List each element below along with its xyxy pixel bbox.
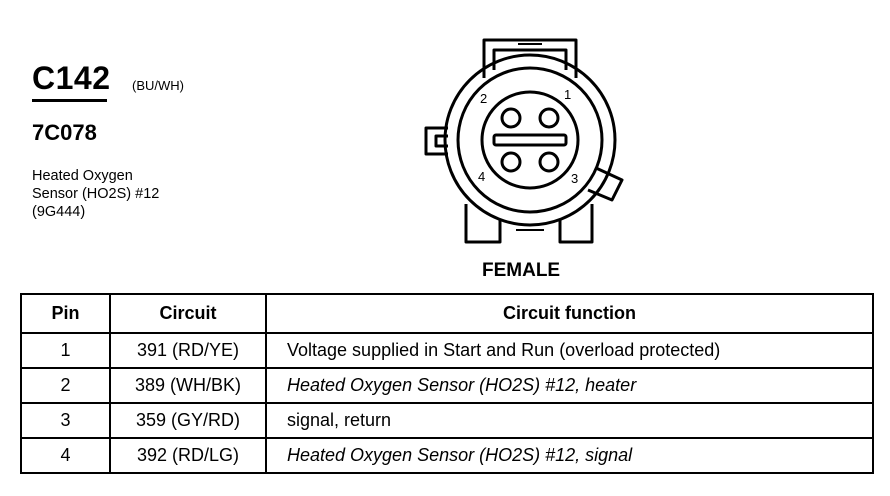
left-key-tab-inner <box>434 134 448 148</box>
top-latch-inner <box>492 48 568 70</box>
table-row: 3 359 (GY/RD) signal, return <box>20 402 874 439</box>
cell-circuit: 359 (GY/RD) <box>109 402 267 439</box>
header-pin: Pin <box>20 293 111 334</box>
gender-label: FEMALE <box>482 260 561 281</box>
table-row: 1 391 (RD/YE) Voltage supplied in Start … <box>20 332 874 369</box>
cell-circuit: 389 (WH/BK) <box>109 367 267 404</box>
part-number: 7C078 <box>32 120 97 145</box>
top-latch-outer <box>482 38 578 78</box>
description-line: (9G444) <box>32 204 86 220</box>
pin-cavity <box>480 90 580 190</box>
connector-body-outer <box>443 53 617 227</box>
connector-id: C142 <box>32 60 111 96</box>
left-key-tab <box>424 126 448 156</box>
table-row: 4 392 (RD/LG) Heated Oxygen Sensor (HO2S… <box>20 437 874 474</box>
header-circuit-function: Circuit function <box>265 293 874 334</box>
description-line: Sensor (HO2S) #12 <box>32 186 160 202</box>
connector-color-code: (BU/WH) <box>132 78 184 93</box>
bottom-feet <box>464 204 594 244</box>
pin-2-socket <box>500 107 522 129</box>
connector-body-inner <box>456 66 604 214</box>
cell-pin: 4 <box>20 437 111 474</box>
pin-label-4: 4 <box>478 169 485 184</box>
connector-id-underline <box>32 99 107 102</box>
pin-label-3: 3 <box>571 171 578 186</box>
connector-face-diagram: 1 2 3 4 <box>424 38 624 244</box>
pin-label-2: 2 <box>480 91 487 106</box>
pin-table: Pin Circuit Circuit function 1 391 (RD/Y… <box>20 293 874 474</box>
table-header-row: Pin Circuit Circuit function <box>20 293 874 334</box>
pin-1-socket <box>538 107 560 129</box>
pin-4-socket <box>500 151 522 173</box>
cell-function: Heated Oxygen Sensor (HO2S) #12, signal <box>265 437 874 474</box>
header-circuit: Circuit <box>109 293 267 334</box>
table-row: 2 389 (WH/BK) Heated Oxygen Sensor (HO2S… <box>20 367 874 404</box>
pin-3-socket <box>538 151 560 173</box>
cell-circuit: 392 (RD/LG) <box>109 437 267 474</box>
cell-function: signal, return <box>265 402 874 439</box>
cell-circuit: 391 (RD/YE) <box>109 332 267 369</box>
cell-pin: 1 <box>20 332 111 369</box>
center-key-slot <box>492 133 568 147</box>
right-lock-tab <box>587 166 624 202</box>
cell-pin: 3 <box>20 402 111 439</box>
description-line: Heated Oxygen <box>32 168 133 184</box>
pin-label-1: 1 <box>564 87 571 102</box>
cell-function: Heated Oxygen Sensor (HO2S) #12, heater <box>265 367 874 404</box>
cell-pin: 2 <box>20 367 111 404</box>
cell-function: Voltage supplied in Start and Run (overl… <box>265 332 874 369</box>
connector-description: Heated Oxygen Sensor (HO2S) #12 (9G444) <box>32 167 159 221</box>
